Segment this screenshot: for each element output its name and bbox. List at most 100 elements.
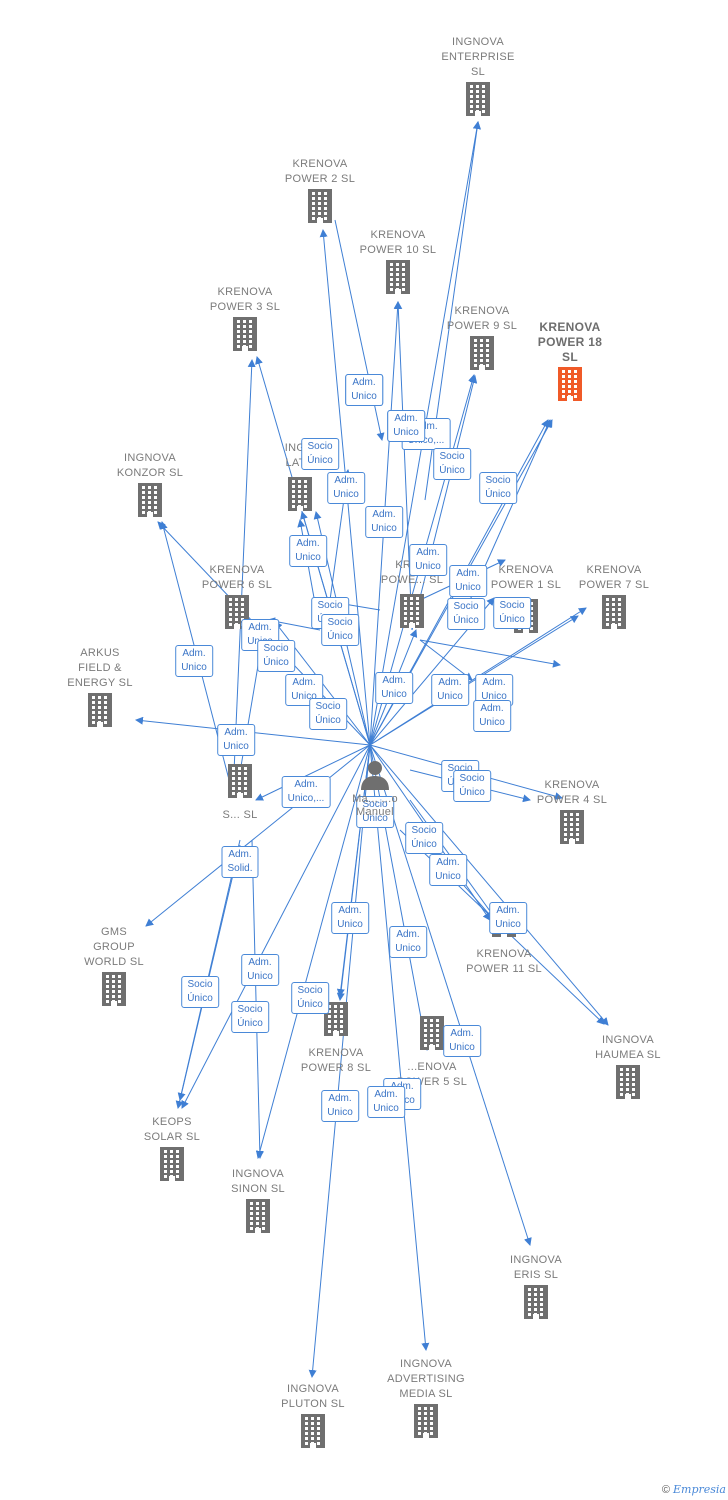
edge-role-label[interactable]: Adm. Unico (175, 645, 213, 677)
edge-role-label[interactable]: Socio Único (433, 448, 471, 480)
edge-role-label[interactable]: Socio Único (453, 770, 491, 802)
edge-role-label[interactable]: Socio Único (447, 598, 485, 630)
company-name: INGNOVA ERIS SL (509, 1254, 562, 1281)
center-person[interactable]: Ma... ...o Manuel (315, 758, 435, 820)
edge-role-label[interactable]: Socio Único (231, 1001, 269, 1033)
company-node-kp11[interactable]: KRENOVA POWER 11 SL (449, 903, 559, 977)
company-node-s_sl[interactable]: S... SL (185, 764, 295, 823)
building-icon-wrap (371, 1404, 481, 1438)
company-node-arkus[interactable]: ARKUS FIELD & ENERGY SL (45, 646, 155, 727)
edge-role-label[interactable]: Socio Único (257, 640, 295, 672)
building-icon-wrap (481, 1285, 591, 1319)
edge-role-label[interactable]: Socio Único (181, 976, 219, 1008)
edge-line-26 (369, 744, 532, 1246)
edge-role-label[interactable]: Adm. Solid. (221, 846, 259, 878)
edge-role-label[interactable]: Adm. Unico (387, 410, 425, 442)
company-name: ARKUS FIELD & ENERGY SL (67, 647, 133, 689)
edge-role-label[interactable]: Adm. Unico (331, 902, 369, 934)
building-icon (558, 367, 582, 401)
edge-line-extra-13 (419, 639, 473, 681)
edge-role-label[interactable]: Adm. Unico (409, 544, 447, 576)
edge-role-label[interactable]: Adm. Unico (375, 672, 413, 704)
edge-role-label[interactable]: Socio Único (405, 822, 443, 854)
building-icon-wrap (225, 762, 255, 798)
company-name: INGNOVA PLUTON SL (281, 1383, 345, 1410)
company-node-kp18[interactable]: KRENOVA POWER 18 SL (515, 320, 625, 401)
edge-role-label[interactable]: Adm. Unico (429, 854, 467, 886)
edge-role-label[interactable]: Adm. Unico (241, 954, 279, 986)
building-icon (102, 972, 126, 1006)
building-icon-wrap (95, 483, 205, 517)
edge-role-label[interactable]: Socio Único (301, 438, 339, 470)
company-node-konzor[interactable]: INGNOVA KONZOR SL (95, 451, 205, 517)
edge-role-label[interactable]: Adm. Unico (365, 506, 403, 538)
edge-role-label[interactable]: Adm. Unico (289, 535, 327, 567)
company-name: KRENOVA POWER 18 SL (537, 320, 603, 364)
company-node-kp2[interactable]: KRENOVA POWER 2 SL (265, 157, 375, 223)
edge-role-label[interactable]: Adm. Unico (443, 1025, 481, 1057)
building-icon (386, 260, 410, 294)
edge-role-label[interactable]: Adm. Unico (321, 1090, 359, 1122)
edge-role-label[interactable]: Adm. Unico (389, 926, 427, 958)
edge-role-label[interactable]: Adm. Unico (327, 472, 365, 504)
company-node-kp8[interactable]: KRENOVA POWER 8 SL (281, 1002, 391, 1076)
company-name: KRENOVA POWER 1 SL (490, 564, 562, 591)
edge-role-label[interactable]: Adm. Unico (489, 902, 527, 934)
company-node-kp5[interactable]: ...ENOVA POWER 5 SL (377, 1016, 487, 1090)
person-icon (361, 761, 389, 790)
company-node-lat[interactable]: ING... LAT... (245, 441, 355, 511)
building-icon (324, 1002, 348, 1036)
edge-line-extra-14 (419, 639, 561, 668)
company-node-haumea[interactable]: INGNOVA HAUMEA SL (573, 1033, 683, 1099)
company-node-kp6[interactable]: KRENOVA POWER 6 SL (182, 563, 292, 629)
building-icon-wrap (427, 336, 537, 370)
building-icon-wrap (397, 592, 427, 628)
brand-logo: Empresia (673, 1483, 726, 1496)
edge-role-label[interactable]: Socio Único (321, 614, 359, 646)
edge-role-label[interactable]: Adm. Unico (431, 674, 469, 706)
edge-role-label[interactable]: Adm. Unico (217, 724, 255, 756)
building-icon (470, 336, 494, 370)
company-node-enterprise[interactable]: INGNOVA ENTERPRISE SL (423, 35, 533, 116)
company-node-kp3[interactable]: KRENOVA POWER 3 SL (190, 285, 300, 351)
company-name: INGNOVA ENTERPRISE SL (441, 36, 515, 78)
edge-role-label[interactable]: Adm. Unico (345, 374, 383, 406)
edge-role-label[interactable]: Socio Único (493, 597, 531, 629)
edge-role-label[interactable]: Adm. Unico (473, 700, 511, 732)
company-node-eris[interactable]: INGNOVA ERIS SL (481, 1253, 591, 1319)
company-node-sinon[interactable]: INGNOVA SINON SL (203, 1167, 313, 1233)
company-node-kp7[interactable]: KRENOVA POWER 7 SL (559, 563, 669, 629)
edge-role-label[interactable]: Socio Único (291, 982, 329, 1014)
company-name: INGNOVA SINON SL (231, 1168, 285, 1195)
company-node-gms[interactable]: GMS GROUP WORLD SL (59, 925, 169, 1006)
edge-role-label[interactable]: Adm. Unico (449, 565, 487, 597)
building-icon-wrap (517, 810, 627, 844)
center-person-name: Ma... ...o (352, 793, 398, 805)
building-icon (466, 82, 490, 116)
company-node-kp4[interactable]: KRENOVA POWER 4 SL (517, 778, 627, 844)
company-name: INGNOVA HAUMEA SL (595, 1034, 661, 1061)
edge-role-label[interactable]: Socio Único (309, 698, 347, 730)
edge-role-label[interactable]: Adm. Unico (367, 1086, 405, 1118)
building-icon (420, 1016, 444, 1050)
company-node-kp10[interactable]: KRENOVA POWER 10 SL (343, 228, 453, 294)
edge-line-extra-1 (232, 359, 256, 796)
copyright-icon: © (661, 1484, 670, 1496)
company-name: KEOPS SOLAR SL (143, 1116, 201, 1143)
building-icon (308, 189, 332, 223)
company-node-advertising[interactable]: INGNOVA ADVERTISING MEDIA SL (371, 1357, 481, 1438)
company-name: INGNOVA KONZOR SL (116, 452, 184, 479)
edge-line-extra-5 (251, 839, 264, 1159)
company-name: KRENOVA POWER 7 SL (578, 564, 650, 591)
company-name: KRENOVA POWER 4 SL (536, 779, 608, 806)
building-icon (288, 477, 312, 511)
edge-role-label[interactable]: Adm. Unico,... (281, 776, 331, 808)
company-node-kp9[interactable]: KRENOVA POWER 9 SL (427, 304, 537, 370)
edge-role-label[interactable]: Socio Único (356, 796, 394, 828)
edge-role-label[interactable]: Socio Único (479, 472, 517, 504)
company-node-pluton[interactable]: INGNOVA PLUTON SL (258, 1382, 368, 1448)
building-icon-wrap (203, 1199, 313, 1233)
company-node-keops[interactable]: KEOPS SOLAR SL (117, 1115, 227, 1181)
building-icon-wrap (265, 189, 375, 223)
